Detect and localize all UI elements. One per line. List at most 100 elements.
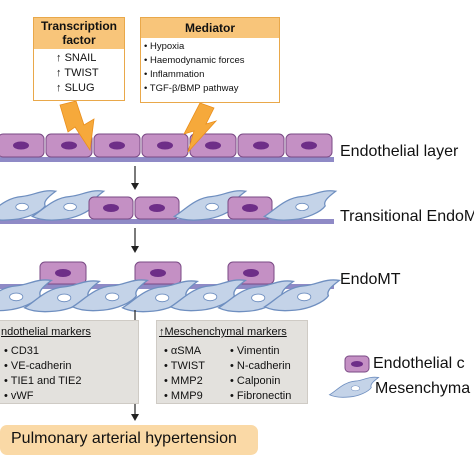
cell-nucleus: [13, 141, 29, 150]
endothelial-cell: [189, 133, 237, 158]
legend-label-mesenchymal: Mesenchyma: [375, 380, 471, 397]
mesenchymal-markers-box: ↑Meschenchymal markers • αSMA • TWIST • …: [156, 320, 308, 404]
mesenchymal-markers-title: ↑Meschenchymal markers: [159, 326, 287, 338]
down-arrow-icon: [131, 228, 139, 253]
cell-nucleus: [155, 293, 170, 303]
outcome-box: Pulmonary arterial hypertension: [0, 425, 258, 455]
legend-mesenchymal-icon: [328, 376, 380, 398]
transcription-factor-title-line1: Transcription: [40, 19, 117, 33]
arrow-head: [131, 183, 139, 190]
mesenchymal-cell: [0, 279, 54, 312]
endothelial-cell: [285, 133, 333, 158]
endothelial-cell: [237, 133, 285, 158]
label-endomt: EndoMT: [340, 271, 401, 288]
mesenchymal-marker-item: • Fibronectin: [230, 390, 292, 402]
mediator-item-tgf: • TGF-β/BMP pathway: [144, 83, 239, 94]
cell-nucleus: [295, 202, 309, 212]
legend-icons: [328, 355, 380, 398]
cell-nucleus: [243, 269, 259, 277]
cell-nucleus: [9, 292, 24, 302]
down-arrow-icon: [131, 166, 139, 190]
mesenchymal-cell: [217, 280, 296, 313]
tf-item-snail: ↑ SNAIL: [56, 52, 97, 64]
mediator-title: Mediator: [184, 21, 235, 35]
cell-nucleus: [109, 141, 125, 150]
endothelial-marker-item: • CD31: [4, 345, 40, 357]
label-transitional-endomt: Transitional EndoMT: [340, 208, 474, 225]
mediator-item-hypoxia: • Hypoxia: [144, 41, 185, 52]
cell-nucleus: [63, 202, 77, 212]
lightning-bolt-icon: [183, 102, 218, 153]
transcription-factor-header: Transcription factor: [34, 18, 124, 49]
mesenchymal-cell: [71, 279, 150, 312]
cell-nucleus: [55, 269, 71, 277]
cell-nucleus: [149, 204, 165, 212]
mesenchymal-cell: [262, 190, 338, 221]
endothelial-cell: [88, 196, 134, 220]
mesenchymal-marker-item: • αSMA: [164, 345, 202, 357]
transcription-factor-list: ↑ SNAIL ↑ TWIST ↑ SLUG: [34, 49, 124, 96]
mesenchymal-marker-item: • MMP9: [164, 390, 203, 402]
cell-nucleus: [203, 292, 218, 302]
legend-label-endothelial: Endothelial c: [373, 355, 465, 372]
endothelial-cell: [93, 133, 141, 158]
cell-nucleus: [61, 141, 77, 150]
endothelial-markers-title: ndothelial markers: [1, 326, 91, 338]
cell-nucleus: [15, 202, 29, 212]
endothelial-marker-item: • TIE1 and TIE2: [4, 375, 82, 387]
mesenchymal-marker-item: • N-cadherin: [230, 360, 291, 372]
endothelial-cell: [39, 261, 87, 285]
cell-layers: [0, 133, 342, 313]
endothelial-cell: [45, 133, 93, 158]
cell-nucleus: [251, 293, 266, 303]
mediator-list: • Hypoxia • Haemodynamic forces • Inflam…: [141, 38, 279, 96]
up-arrow-icon: ↑: [56, 82, 62, 94]
mesenchymal-marker-item: • TWIST: [164, 360, 205, 372]
endothelial-cell: [141, 133, 189, 158]
basement-membrane: [0, 157, 334, 162]
mesenchymal-cell: [0, 190, 58, 221]
lightning-bolt-icon: [59, 100, 95, 152]
cell-nucleus: [242, 204, 258, 212]
mesenchymal-cell: [121, 280, 200, 313]
up-arrow-icon: ↑: [56, 67, 62, 79]
tf-item-twist: ↑ TWIST: [56, 67, 99, 79]
cell-nucleus: [350, 385, 361, 392]
transcription-factor-box: Transcription factor ↑ SNAIL ↑ TWIST ↑ S…: [33, 17, 125, 101]
cell-nucleus: [157, 141, 173, 150]
cell-nucleus: [57, 293, 72, 303]
mediator-item-haemodynamic: • Haemodynamic forces: [144, 55, 245, 66]
mediator-item-inflammation: • Inflammation: [144, 69, 205, 80]
arrow-head: [131, 414, 139, 421]
cell-nucleus: [105, 292, 120, 302]
legend-endothelial-icon: [344, 355, 370, 373]
mesenchymal-marker-item: • Calponin: [230, 375, 281, 387]
basement-membrane: [0, 219, 334, 224]
endothelial-cell: [227, 196, 273, 220]
mesenchymal-marker-item: • MMP2: [164, 375, 203, 387]
endothelial-cell: [134, 196, 180, 220]
mediator-header: Mediator: [141, 18, 279, 38]
cell-nucleus: [205, 202, 219, 212]
mesenchymal-cell: [23, 280, 102, 313]
mesenchymal-marker-item: • Vimentin: [230, 345, 280, 357]
lightning-bolts: [59, 100, 218, 153]
mediator-box: Mediator • Hypoxia • Haemodynamic forces…: [140, 17, 280, 103]
cell-nucleus: [351, 361, 363, 367]
cell-nucleus: [301, 141, 317, 150]
cell-nucleus: [103, 204, 119, 212]
mesenchymal-cell-body: [0, 279, 54, 312]
mesenchymal-cell: [263, 279, 342, 312]
tf-item-slug: ↑ SLUG: [56, 82, 95, 94]
outcome-text: Pulmonary arterial hypertension: [11, 430, 237, 447]
label-endothelial-layer: Endothelial layer: [340, 143, 459, 160]
endothelial-cell: [0, 133, 45, 158]
mesenchymal-cell: [169, 279, 248, 312]
transcription-factor-title-line2: factor: [62, 33, 96, 47]
endothelial-cell: [134, 261, 182, 285]
endothelial-marker-item: • vWF: [4, 390, 34, 402]
cell-nucleus: [205, 141, 221, 150]
cell-nucleus: [297, 292, 312, 302]
